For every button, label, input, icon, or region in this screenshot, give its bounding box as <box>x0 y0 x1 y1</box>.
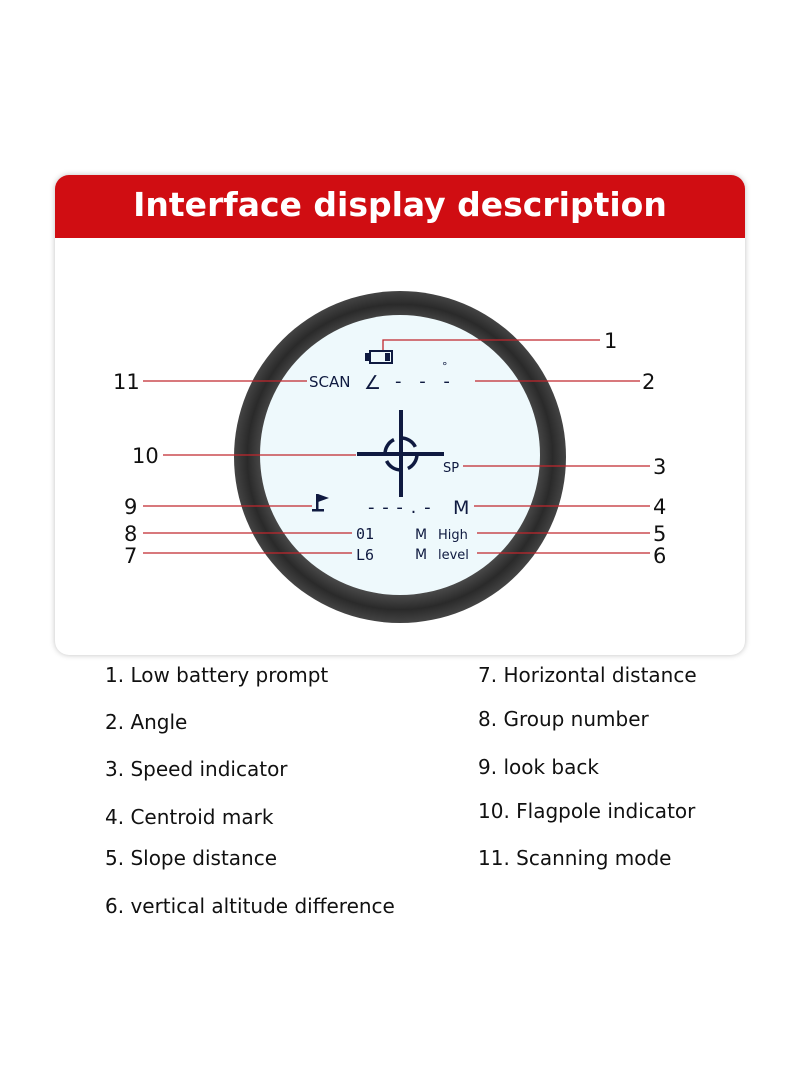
degree-symbol: ° <box>442 360 448 373</box>
legend-item: 4. Centroid mark <box>105 805 274 829</box>
legend-item: 7. Horizontal distance <box>478 663 697 687</box>
legend-item: 9. look back <box>478 755 599 779</box>
group-number: 01 <box>356 525 374 543</box>
legend-item: 2. Angle <box>105 710 188 734</box>
callout-11: 11 <box>113 370 140 394</box>
legend-item: 11. Scanning mode <box>478 846 672 870</box>
rangefinder-display-diagram: ° SCAN ∠ - - - SP - - - . - M 01 L6 M Hi… <box>113 291 666 623</box>
flag-icon <box>312 494 329 512</box>
callout-2: 2 <box>642 370 655 394</box>
speed-indicator: SP <box>443 461 459 476</box>
callout-9: 9 <box>124 495 137 519</box>
level-label: level <box>438 548 469 563</box>
angle-icon: ∠ <box>364 372 381 394</box>
angle-value: - - - <box>395 371 456 392</box>
crosshair-icon <box>357 410 444 497</box>
callout-10: 10 <box>132 444 159 468</box>
callout-3: 3 <box>653 455 666 479</box>
callout-8: 8 <box>124 522 137 546</box>
callout-lines <box>143 339 650 554</box>
scan-label: SCAN <box>309 373 350 391</box>
high-unit: M <box>415 527 427 543</box>
distance-value: - - - . - <box>368 497 432 518</box>
callout-6: 6 <box>653 544 666 568</box>
callout-4: 4 <box>653 495 666 519</box>
high-label: High <box>438 528 468 543</box>
page-title: Interface display description <box>55 175 745 238</box>
legend-item: 3. Speed indicator <box>105 757 288 781</box>
level-unit: M <box>415 547 427 563</box>
horizontal-label: L6 <box>356 546 374 564</box>
legend-item: 1. Low battery prompt <box>105 663 329 687</box>
battery-icon <box>365 350 393 364</box>
legend-item: 6. vertical altitude difference <box>105 894 395 918</box>
distance-unit: M <box>453 497 469 519</box>
legend-item: 5. Slope distance <box>105 846 278 870</box>
callout-5: 5 <box>653 522 666 546</box>
legend-item: 8. Group number <box>478 707 649 731</box>
callout-1: 1 <box>604 329 617 353</box>
callout-7: 7 <box>124 544 137 568</box>
legend-item: 10. Flagpole indicator <box>478 799 696 823</box>
